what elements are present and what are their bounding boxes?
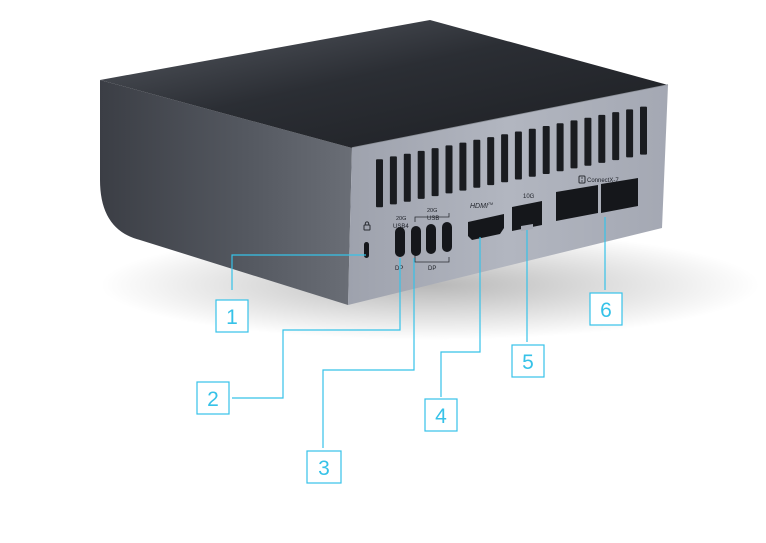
- vent-slot: [403, 153, 411, 202]
- vent-slot: [640, 106, 647, 155]
- callout-6: 6: [589, 292, 623, 326]
- usb-c-port-2: [426, 224, 436, 254]
- vent-slot: [445, 145, 453, 194]
- usb-name-label: USB: [427, 216, 439, 222]
- callout-1: 1: [215, 299, 249, 333]
- callout-lines: [231, 217, 606, 448]
- callout-4-number: 4: [435, 405, 447, 428]
- vent-slot: [501, 134, 509, 183]
- callout-3-number: 3: [318, 457, 330, 480]
- vent-slot: [528, 128, 536, 177]
- usb4-speed-label: 20G: [396, 216, 406, 222]
- callout-2-number: 2: [207, 388, 219, 411]
- vent-slot: [514, 131, 522, 180]
- vent-slot: [459, 142, 467, 191]
- rear-vent-grille: [376, 106, 647, 208]
- connectx-logo-icon: [578, 175, 586, 184]
- usb4-port: [395, 227, 405, 257]
- usb-c-port-3: [442, 222, 452, 252]
- vent-slot: [487, 137, 495, 186]
- usb-group-bracket: [414, 213, 450, 222]
- hdmi-port: [468, 214, 504, 240]
- vent-slot: [473, 139, 481, 188]
- vent-slot: [556, 123, 564, 172]
- callout-3-box: [306, 450, 342, 484]
- ethernet-port: [512, 201, 542, 231]
- vent-slot: [376, 159, 383, 208]
- callout-2: 2: [196, 381, 230, 415]
- vent-slot: [626, 109, 634, 158]
- vent-slot: [542, 126, 550, 174]
- device-top-face: [100, 20, 668, 148]
- callout-5-box: [511, 344, 545, 378]
- callout-1-line: [231, 254, 366, 290]
- callout-3: 3: [306, 450, 342, 484]
- kensington-lock-slot: [364, 242, 369, 258]
- qsfp-port-1: [556, 185, 598, 221]
- callout-2-line: [232, 258, 401, 399]
- callout-4-box: [424, 398, 458, 432]
- kensington-lock-icon: [363, 221, 371, 231]
- callout-6-box: [589, 292, 623, 326]
- vent-slot: [598, 114, 606, 163]
- ethernet-port-clip: [521, 224, 533, 231]
- vent-slot: [584, 117, 592, 166]
- dp-right-label: DP: [428, 266, 436, 272]
- callout-3-line: [322, 258, 415, 448]
- dp-left-label: DP: [395, 266, 403, 272]
- lan-speed-label: 10G: [523, 194, 535, 200]
- callout-5: 5: [511, 344, 545, 378]
- qsfp-port-2: [601, 178, 638, 213]
- usb-c-port-1: [411, 226, 421, 256]
- callout-1-box: [215, 299, 249, 333]
- vent-slot: [389, 156, 397, 205]
- vent-slot: [570, 120, 578, 169]
- usb-speed-label: 20G: [427, 208, 437, 214]
- callout-2-box: [196, 381, 230, 415]
- usb4-name-label: USB4: [393, 224, 409, 230]
- callout-4: 4: [424, 398, 458, 432]
- callout-5-number: 5: [522, 351, 534, 374]
- hdmi-label: HDMITM: [470, 202, 493, 210]
- dp-group-bracket: [414, 255, 450, 263]
- connectx-label: ConnectX-7: [587, 178, 619, 184]
- vent-slot: [417, 150, 425, 199]
- vent-slot: [431, 148, 439, 197]
- callout-6-number: 6: [600, 299, 612, 322]
- callout-1-number: 1: [226, 306, 238, 329]
- device-side-face: [100, 80, 352, 305]
- callout-4-line: [440, 237, 481, 397]
- vent-slot: [612, 112, 620, 161]
